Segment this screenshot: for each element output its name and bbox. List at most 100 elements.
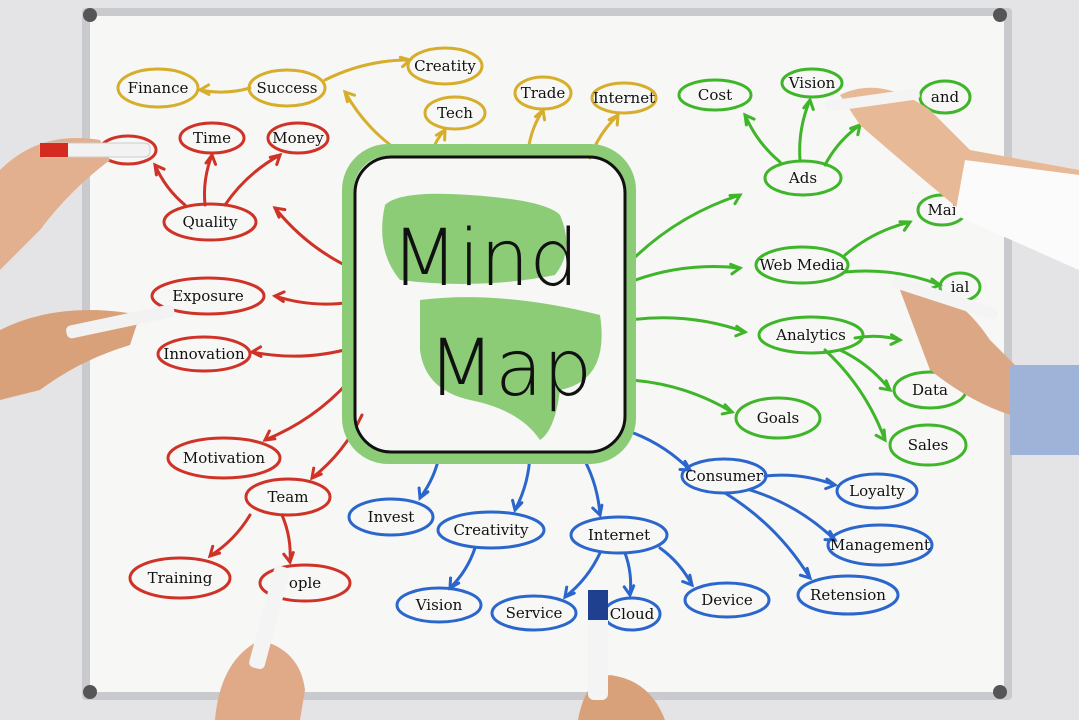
node-label: and (931, 88, 960, 106)
node-outline (780, 67, 844, 99)
node-outline (569, 515, 669, 555)
node-label: Invest (368, 508, 415, 526)
arrowhead (511, 498, 524, 514)
arrowhead (734, 324, 749, 338)
node-label: Exposure (172, 287, 244, 305)
node-outline (888, 423, 968, 467)
node-label: Loyalty (849, 482, 905, 500)
node-retension: Retension (796, 574, 900, 616)
arrowhead (417, 486, 430, 501)
arrowhead (591, 503, 604, 518)
node-time: Time (178, 121, 246, 155)
node-label: Innovation (163, 345, 245, 363)
node-outline (835, 472, 919, 510)
hand-right (900, 288, 1030, 420)
frame-corner (993, 8, 1007, 22)
node-internet-top: Internet (590, 81, 658, 115)
node-label: Creativity (453, 521, 529, 539)
arrowhead (282, 551, 295, 566)
node-label: Creatity (414, 57, 476, 75)
arrowhead (434, 127, 447, 142)
node-label: Data (912, 381, 948, 399)
node-label: Team (268, 488, 309, 506)
node-success: Success (247, 68, 327, 108)
arrowhead (729, 262, 744, 276)
hand-bottom-left (215, 640, 305, 720)
node-label: Management (830, 536, 930, 554)
node-ads: Ads (763, 159, 843, 197)
node-goals: Goals (734, 396, 822, 440)
node-outline (258, 563, 352, 603)
node-outline (244, 477, 332, 517)
red-marker-right (825, 88, 920, 112)
green-marker (66, 304, 175, 339)
node-training: Training (128, 556, 232, 600)
node-creativity-bottom: Creativity (436, 510, 546, 550)
node-label: Time (193, 129, 231, 147)
node-label: Goals (757, 409, 799, 427)
node-label: Service (506, 604, 563, 622)
node-label: Internet (593, 89, 655, 107)
node-label: Trade (521, 84, 566, 102)
node-outline (754, 245, 850, 285)
node-web-media: Web Media (754, 245, 850, 285)
arrowhead (681, 573, 695, 588)
node-label: Success (256, 79, 317, 97)
center-title-line1: Mind (391, 214, 579, 304)
connector-arrow (723, 491, 812, 580)
node-label: Money (272, 129, 324, 147)
node-label: Vision (415, 596, 463, 614)
center-node: Mind Map (342, 144, 636, 464)
connector-arrow (250, 346, 354, 358)
node-people: ople (258, 563, 352, 603)
node-quality: Quality (162, 202, 258, 242)
connector-arrow (628, 378, 734, 414)
connector-arrow (843, 220, 912, 257)
node-outline (423, 95, 487, 131)
node-outline (490, 594, 578, 632)
connector-arrow (323, 58, 412, 82)
node-label: Analytics (775, 326, 846, 344)
blue-marker-bottom-cap (588, 590, 608, 620)
connector-arrow (310, 413, 364, 480)
hand-top-left (0, 138, 110, 270)
node-innovation: Innovation (156, 335, 252, 373)
node-outline (166, 436, 282, 480)
node-outline (763, 159, 843, 197)
node-label: Vision (788, 74, 836, 92)
connector-arrow (628, 316, 747, 334)
node-analytics: Analytics (757, 315, 865, 355)
connector-arrow (838, 348, 892, 392)
arrowhead (743, 112, 756, 127)
blue-marker (891, 276, 999, 320)
node-outline (116, 67, 200, 109)
node-motivation: Motivation (166, 436, 282, 480)
node-label: Training (148, 569, 213, 587)
center-title-line2: Map (428, 324, 593, 414)
arrowhead (563, 585, 576, 600)
center-box (353, 155, 627, 454)
node-sales: Sales (888, 423, 968, 467)
arrowhead (342, 89, 356, 104)
node-outline (677, 78, 753, 112)
node-outline (757, 315, 865, 355)
arrowhead (153, 162, 166, 177)
node-finance: Finance (116, 67, 200, 109)
node-consumer: Consumer (680, 457, 768, 495)
node-outline (436, 510, 546, 550)
arrowhead (262, 429, 277, 442)
node-outline (683, 581, 771, 619)
node-outline (156, 335, 252, 373)
arrowhead (728, 193, 743, 206)
node-label: Consumer (685, 467, 764, 485)
connector-arrow (798, 98, 812, 162)
black-marker (249, 565, 290, 670)
arrowhead (207, 544, 222, 559)
node-outline (826, 523, 934, 567)
node-label: Retension (810, 586, 886, 604)
center-box-halo (342, 144, 636, 464)
connector-arrow (823, 348, 887, 442)
shirt-sleeve-right (1010, 365, 1079, 455)
